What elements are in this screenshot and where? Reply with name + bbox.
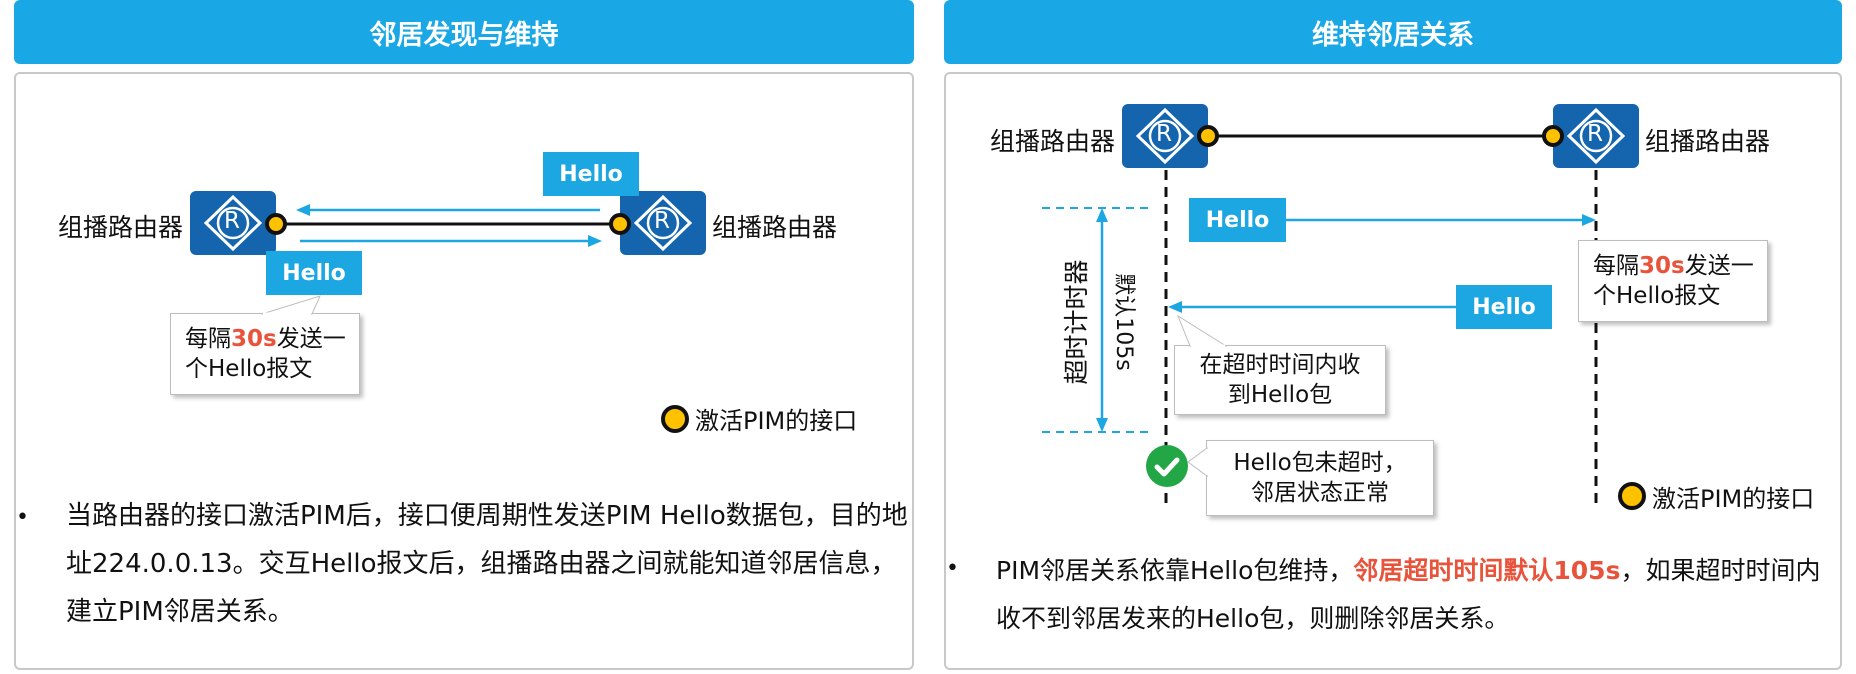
right-callout-receive-line1: 在超时时间内收 bbox=[1199, 352, 1361, 378]
right-router-b-label: 组播路由器 bbox=[1645, 127, 1771, 156]
right-callout-status-line2: 邻居状态正常 bbox=[1251, 480, 1389, 506]
right-legend-label: 激活PIM的接口 bbox=[1652, 485, 1815, 513]
left-callout-post: 发送一 bbox=[276, 326, 346, 352]
right-legend-interface-icon bbox=[1618, 482, 1646, 510]
right-bullet: • bbox=[946, 556, 959, 581]
right-description-post: ，如果超时时间内收不到邻居发来的Hello包，则删除邻居关系。 bbox=[996, 556, 1821, 633]
right-callout-receive: 在超时时间内收 到Hello包 bbox=[1174, 345, 1386, 415]
left-callout-line2: 个Hello报文 bbox=[185, 356, 313, 382]
right-header-title: 维持邻居关系 bbox=[1312, 19, 1474, 51]
left-hello-top-label: Hello bbox=[559, 161, 623, 187]
right-router-a-letter: R bbox=[1156, 121, 1172, 147]
right-router-b-letter: R bbox=[1587, 121, 1603, 147]
right-router-a-label: 组播路由器 bbox=[990, 127, 1116, 156]
right-callout-status: Hello包未超时， 邻居状态正常 bbox=[1206, 440, 1434, 516]
left-hello-top: Hello bbox=[543, 152, 639, 196]
left-panel bbox=[14, 72, 914, 670]
left-hello-bottom-label: Hello bbox=[282, 260, 346, 286]
left-router-a-icon bbox=[190, 191, 276, 255]
left-callout-pre: 每隔 bbox=[185, 326, 231, 352]
right-hello-outgoing: Hello bbox=[1189, 198, 1286, 242]
right-description-highlight: 邻居超时时间默认105s bbox=[1353, 556, 1621, 585]
left-panel-header: 邻居发现与维持 bbox=[14, 0, 914, 64]
left-router-b-icon bbox=[620, 191, 706, 255]
right-check-icon bbox=[1146, 445, 1188, 487]
right-callout-status-line1: Hello包未超时， bbox=[1233, 450, 1407, 476]
left-legend-label: 激活PIM的接口 bbox=[695, 407, 858, 435]
right-panel-header: 维持邻居关系 bbox=[944, 0, 1842, 64]
left-router-b-label: 组播路由器 bbox=[712, 213, 838, 242]
left-router-b-letter: R bbox=[654, 208, 670, 234]
left-hello-bottom: Hello bbox=[266, 251, 362, 295]
right-interface-a-icon bbox=[1197, 125, 1219, 147]
left-interface-a-icon bbox=[265, 213, 287, 235]
left-header-title: 邻居发现与维持 bbox=[369, 19, 559, 51]
right-callout-receive-line2: 到Hello包 bbox=[1227, 382, 1333, 408]
right-description-pre: PIM邻居关系依靠Hello包维持， bbox=[996, 556, 1354, 585]
right-interface-b-icon bbox=[1542, 125, 1564, 147]
right-panel bbox=[944, 72, 1842, 670]
right-router-b-icon bbox=[1553, 104, 1639, 168]
right-callout-post: 发送一 bbox=[1684, 253, 1754, 279]
right-router-a-icon bbox=[1122, 104, 1208, 168]
right-hello-incoming-label: Hello bbox=[1472, 294, 1536, 320]
left-callout-highlight: 30s bbox=[231, 326, 277, 352]
right-callout-line2: 个Hello报文 bbox=[1593, 283, 1721, 309]
left-bullet: • bbox=[16, 505, 29, 530]
left-interface-b-icon bbox=[609, 213, 631, 235]
right-callout-highlight: 30s bbox=[1639, 253, 1685, 279]
right-callout-interval: 每隔30s发送一 个Hello报文 bbox=[1578, 240, 1768, 322]
left-router-a-letter: R bbox=[224, 208, 240, 234]
left-callout-interval: 每隔30s发送一 个Hello报文 bbox=[170, 313, 360, 395]
left-description: 当路由器的接口激活PIM后，接口便周期性发送PIM Hello数据包，目的地址2… bbox=[66, 501, 908, 627]
right-hello-outgoing-label: Hello bbox=[1205, 207, 1270, 233]
left-legend-interface-icon bbox=[661, 405, 689, 433]
left-router-a-label: 组播路由器 bbox=[58, 213, 184, 242]
right-hello-incoming: Hello bbox=[1456, 285, 1552, 329]
right-description: PIM邻居关系依靠Hello包维持，邻居超时时间默认105s，如果超时时间内收不… bbox=[996, 547, 1838, 643]
right-callout-pre: 每隔 bbox=[1593, 253, 1639, 279]
